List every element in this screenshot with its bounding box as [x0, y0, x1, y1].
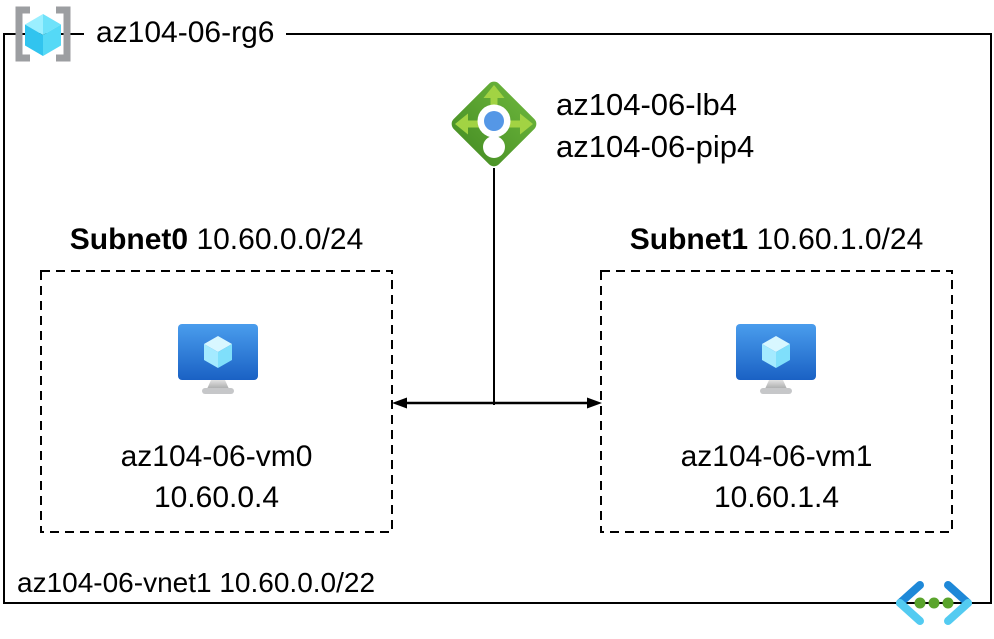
subnet0-name: Subnet0: [69, 223, 189, 256]
subnet1-name: Subnet1: [629, 223, 749, 256]
vm1-ip: 10.60.1.4: [713, 481, 840, 514]
load-balancer-labels: az104-06-lb4 az104-06-pip4: [556, 84, 754, 168]
resource-group-icon: [15, 6, 71, 62]
vm1-name: az104-06-vm1: [680, 440, 873, 473]
virtual-network-icon: [896, 581, 972, 625]
virtual-machine-icon: [736, 324, 816, 394]
subnet1-label: Subnet1 10.60.1.0/24: [600, 222, 953, 258]
subnet-connection-arrow: [392, 397, 602, 409]
subnet1-cidr: 10.60.1.0/24: [756, 223, 924, 256]
resource-group-boundary: [3, 33, 992, 604]
resource-group-label: az104-06-rg6: [84, 14, 287, 52]
subnet0-label: Subnet0 10.60.0.0/24: [40, 222, 393, 258]
vm1-labels: az104-06-vm1 10.60.1.4: [600, 436, 953, 518]
virtual-machine-icon: [178, 324, 258, 394]
load-balancer-name: az104-06-lb4: [556, 87, 737, 122]
subnet0-box: [40, 270, 393, 533]
vm0-labels: az104-06-vm0 10.60.0.4: [40, 436, 393, 518]
subnet1-box: [600, 270, 953, 533]
vnet-label: az104-06-vnet1 10.60.0.0/22: [17, 567, 376, 598]
vm0-ip: 10.60.0.4: [153, 481, 280, 514]
subnet0-cidr: 10.60.0.0/24: [196, 223, 364, 256]
vm0-name: az104-06-vm0: [120, 440, 313, 473]
lb-connector-line: [493, 168, 495, 405]
load-balancer-icon: [451, 81, 537, 167]
public-ip-name: az104-06-pip4: [556, 129, 755, 164]
